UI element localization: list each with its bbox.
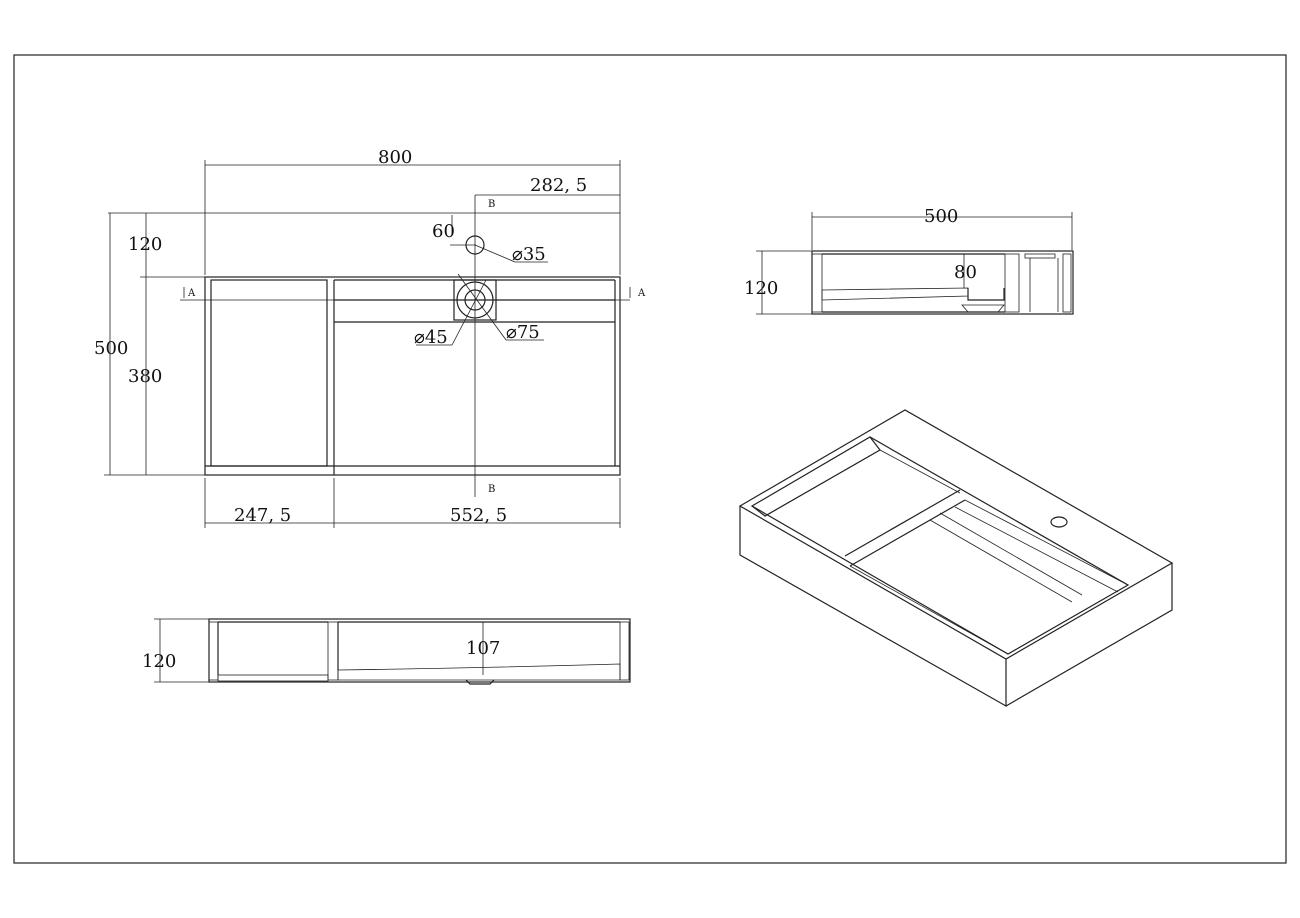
section-a-left: A — [187, 288, 196, 299]
left-tray — [210, 279, 328, 467]
front-outline — [208, 618, 631, 683]
top-view-outline — [204, 276, 621, 476]
dim-depth-120: 120 — [128, 234, 162, 255]
dim-depth-500: 500 — [94, 338, 128, 359]
dim-drain-outer: ⌀75 — [506, 322, 540, 343]
dim-side-width: 500 — [924, 206, 958, 227]
section-b-top: B — [488, 199, 495, 210]
section-a-right: A — [637, 288, 646, 299]
dim-front-depth: 107 — [466, 638, 500, 659]
dim-side-depth: 80 — [954, 262, 977, 283]
dim-tap-hole: ⌀35 — [512, 244, 546, 265]
dim-front-height: 120 — [142, 651, 176, 672]
dim-right-offset: 282, 5 — [530, 175, 587, 196]
dim-right-width: 552, 5 — [450, 505, 507, 526]
side-section-view: 500 80 120 — [744, 206, 1074, 315]
dim-hole-offset: 60 — [432, 221, 455, 242]
drawing-border — [13, 54, 1287, 864]
dim-width-800: 800 — [378, 147, 412, 168]
isometric-view — [738, 409, 1174, 708]
dim-left-width: 247, 5 — [234, 505, 291, 526]
side-outline — [811, 250, 1074, 315]
dim-drain-inner: ⌀45 — [414, 327, 448, 348]
top-view: 800 282, 5 B 500 120 380 A A 60 ⌀35 ⌀45 — [94, 147, 646, 528]
section-b-bottom: B — [488, 484, 495, 495]
dim-depth-380: 380 — [128, 366, 162, 387]
front-section-view: 107 120 — [142, 618, 631, 685]
dim-side-height: 120 — [744, 278, 778, 299]
iso-tap-hole — [1050, 516, 1068, 528]
